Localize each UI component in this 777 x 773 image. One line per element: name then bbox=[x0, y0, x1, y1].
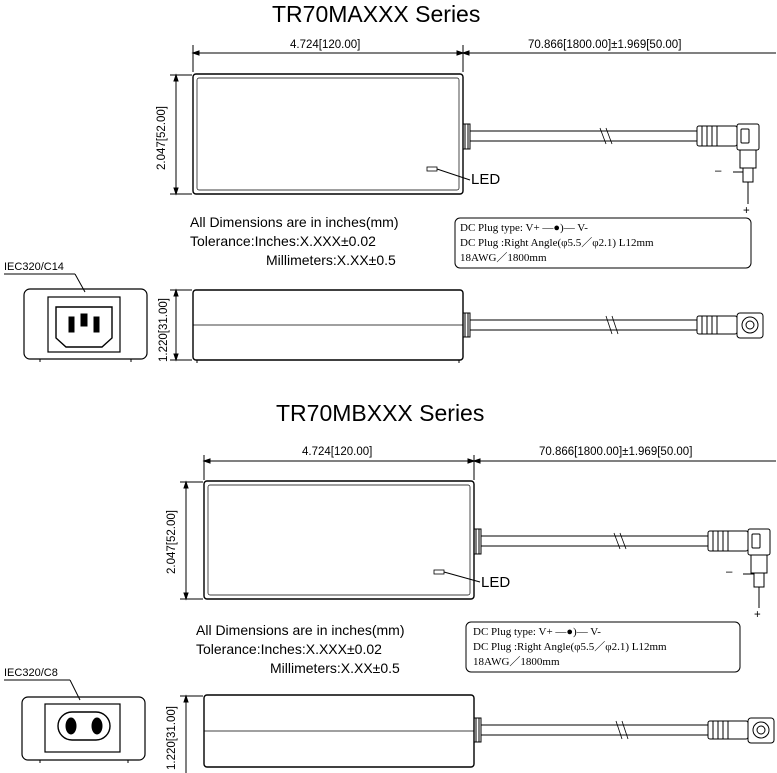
series-b-plus-label: + bbox=[754, 609, 761, 621]
series-b-note-units: All Dimensions are in inches(mm) bbox=[196, 622, 405, 638]
series-a-connector-label: IEC320/C14 bbox=[4, 261, 64, 273]
series-a-spec-plug-type: DC Plug type: V+ —●)— V- bbox=[460, 222, 588, 234]
series-b-spec-plug-type: DC Plug type: V+ —●)— V- bbox=[473, 626, 601, 638]
series-a-led-label: LED bbox=[471, 171, 501, 188]
series-a-width-dimension: 4.724[120.00] bbox=[290, 39, 361, 51]
series-b-spec-box bbox=[465, 621, 741, 673]
series-a-spec-plug-angle: DC Plug :Right Angle(φ5.5／φ2.1) L12mm bbox=[460, 237, 654, 249]
series-b-width-dimension: 4.724[120.00] bbox=[302, 446, 373, 458]
series-b-spec-cable: 18AWG／1800mm bbox=[473, 656, 560, 668]
series-a-spec-cable: 18AWG／1800mm bbox=[460, 252, 547, 264]
series-b-height-dimension: 2.047[52.00] bbox=[166, 510, 178, 574]
series-b-minus-label: – bbox=[726, 566, 733, 578]
series-b-spec-plug-angle: DC Plug :Right Angle(φ5.5／φ2.1) L12mm bbox=[473, 641, 667, 653]
series-b-cable-dimension: 70.866[1800.00]±1.969[50.00] bbox=[539, 446, 693, 458]
series-b-depth-dimension: 1.220[31.00] bbox=[166, 706, 178, 770]
series-b-title: TR70MBXXX Series bbox=[276, 400, 485, 426]
series-b-connector-label: IEC320/C8 bbox=[4, 667, 58, 679]
series-a-c14-inlet bbox=[23, 288, 148, 360]
series-a-plus-label: + bbox=[743, 205, 750, 217]
series-a-note-mm: Millimeters:X.XX±0.5 bbox=[266, 252, 396, 268]
series-b-note-tolerance: Tolerance:Inches:X.XXX±0.02 bbox=[196, 641, 382, 657]
series-a-note-units: All Dimensions are in inches(mm) bbox=[190, 214, 399, 230]
series-a-note-tolerance: Tolerance:Inches:X.XXX±0.02 bbox=[190, 233, 376, 249]
series-a-title: TR70MAXXX Series bbox=[272, 1, 481, 27]
series-b-led-label: LED bbox=[481, 574, 511, 591]
series-b-adapter-top bbox=[203, 480, 475, 600]
series-a-minus-label: – bbox=[715, 165, 722, 177]
series-b-note-mm: Millimeters:X.XX±0.5 bbox=[270, 660, 400, 676]
series-a-spec-box bbox=[454, 217, 752, 269]
series-b-c8-inlet bbox=[21, 696, 146, 761]
series-a-cable-dimension: 70.866[1800.00]±1.969[50.00] bbox=[528, 39, 682, 51]
